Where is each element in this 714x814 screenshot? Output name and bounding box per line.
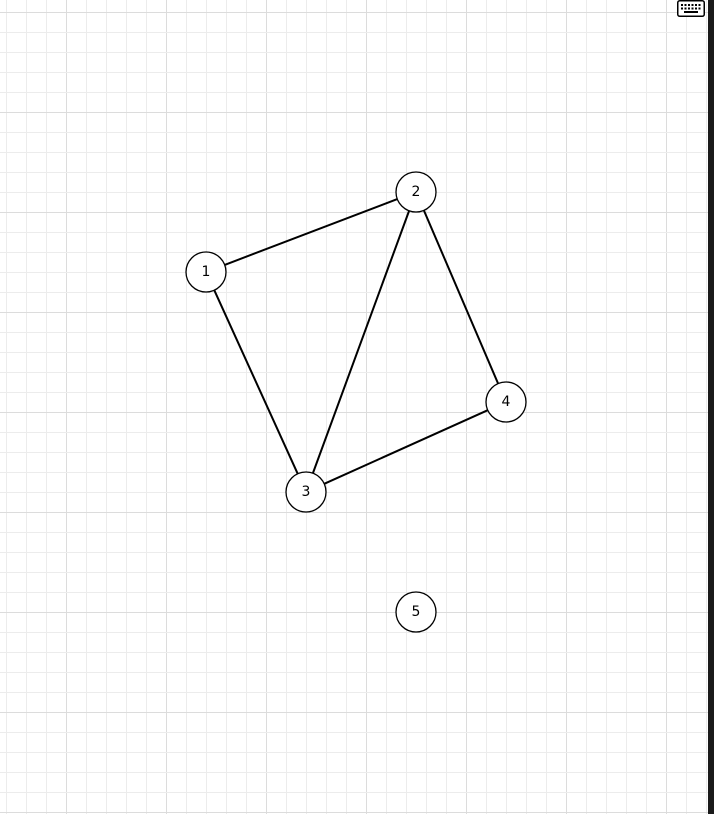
node-circle[interactable] (185, 251, 227, 293)
node-circle[interactable] (285, 471, 327, 513)
node-circle[interactable] (395, 591, 437, 633)
node-circle[interactable] (485, 381, 527, 423)
edge-n1-n3[interactable] (213, 289, 299, 475)
keyboard-button[interactable] (677, 0, 705, 17)
nodes-layer: 1 2 3 4 5 (185, 171, 527, 633)
edges-layer (213, 198, 500, 485)
keyboard-icon (677, 0, 705, 17)
node-label: 2 (412, 184, 421, 200)
node-label: 5 (412, 604, 421, 620)
node-label: 3 (302, 484, 311, 500)
edge-n2-n3[interactable] (311, 209, 411, 475)
edge-n2-n4[interactable] (422, 209, 500, 385)
edge-n3-n4[interactable] (323, 409, 489, 485)
node-label: 1 (202, 264, 211, 280)
node-label: 4 (502, 394, 511, 410)
graph-node-5[interactable]: 5 (395, 591, 437, 633)
graph-node-2[interactable]: 2 (395, 171, 437, 213)
node-circle[interactable] (395, 171, 437, 213)
scrollbar-edge[interactable] (708, 0, 714, 814)
graph-node-1[interactable]: 1 (185, 251, 227, 293)
graph-node-4[interactable]: 4 (485, 381, 527, 423)
graph-node-3[interactable]: 3 (285, 471, 327, 513)
edge-n1-n2[interactable] (223, 198, 399, 266)
